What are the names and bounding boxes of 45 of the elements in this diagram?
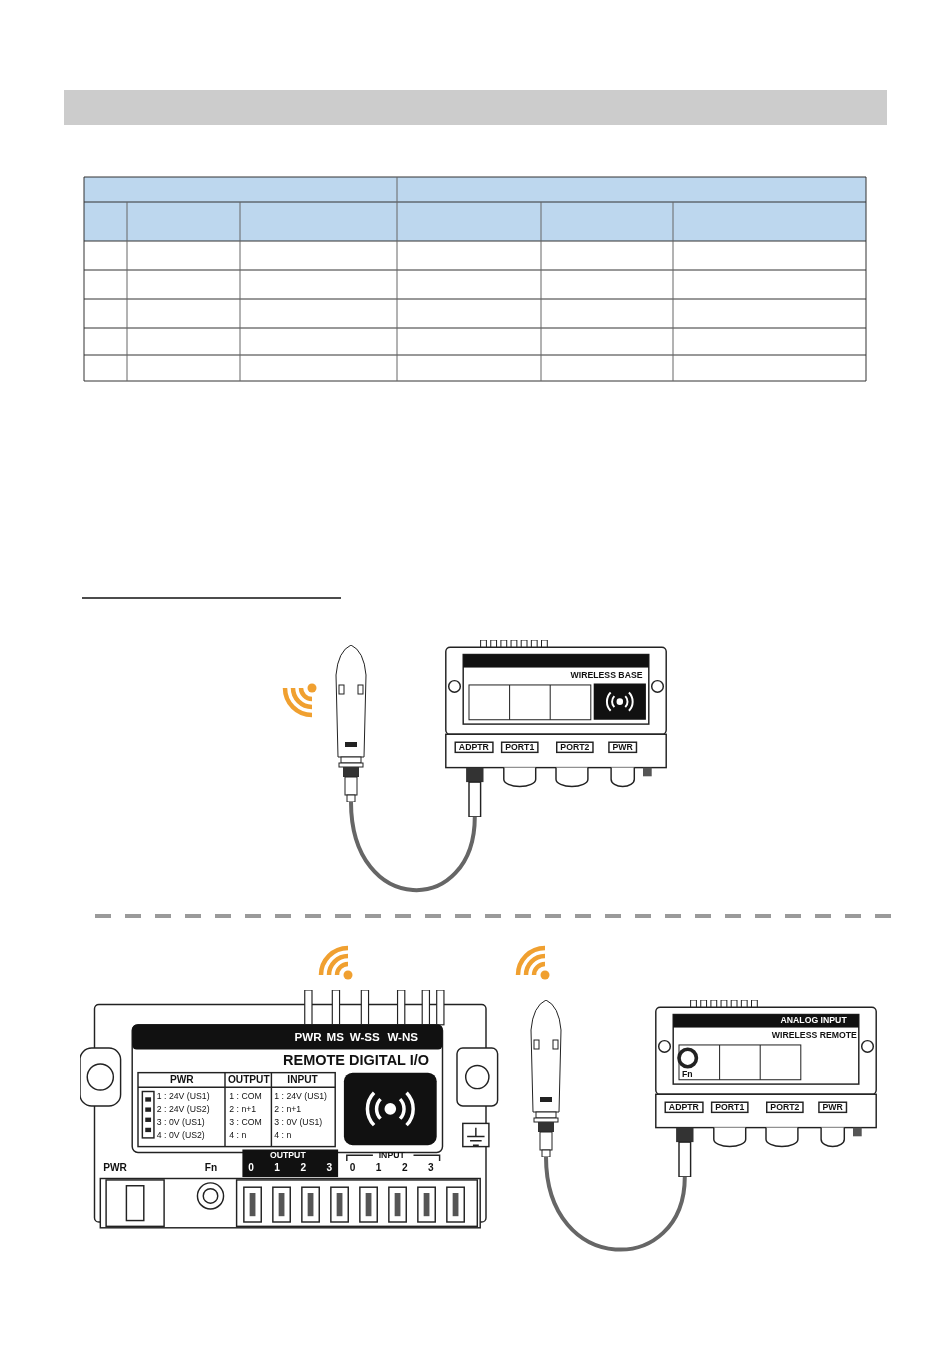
device-label: 2 : n+1	[274, 1104, 302, 1114]
device-label: 0	[248, 1162, 254, 1173]
device-label: ANALOG INPUT	[780, 1015, 847, 1025]
device-label: WIRELESS BASE	[570, 670, 643, 680]
device-label: 3	[326, 1162, 333, 1173]
device-label: 1 : 24V (US1)	[274, 1091, 327, 1101]
device-label: 3	[428, 1162, 434, 1173]
device-label: W-SS	[349, 1032, 380, 1044]
device-label: 0	[349, 1162, 356, 1173]
device-label: 2 : n+1	[229, 1104, 257, 1114]
device-label: 2	[401, 1162, 408, 1173]
port-label: PWR	[608, 741, 638, 754]
device-label: OUTPUT	[269, 1150, 306, 1160]
device-label: 4 : 0V (US2)	[156, 1130, 205, 1140]
device-label: 1 : 24V (US1)	[156, 1091, 210, 1101]
device-label: 4 : n	[274, 1130, 292, 1140]
device-label: MS	[326, 1032, 344, 1044]
port-label: PORT2	[766, 1101, 804, 1114]
device-label: 2 : 24V (US2)	[156, 1104, 210, 1114]
device-label: 1 : COM	[229, 1091, 262, 1101]
device-label: OUTPUT	[227, 1074, 270, 1085]
port-label: ADPTR	[454, 741, 494, 754]
port-label: PORT1	[500, 741, 539, 754]
device-label: 3 : 0V (US1)	[274, 1117, 323, 1127]
device-label: INPUT	[287, 1074, 318, 1085]
device-label: PWR	[103, 1162, 127, 1173]
port-label: PORT1	[710, 1101, 749, 1114]
device-label: REMOTE DIGITAL I/O	[283, 1053, 430, 1069]
device-label: 4 : n	[229, 1130, 247, 1140]
device-label: WIRELESS REMOTE	[771, 1030, 857, 1040]
device-label: 1	[375, 1162, 382, 1173]
device-label: W-NS	[387, 1032, 419, 1044]
device-label: Fn	[681, 1069, 693, 1079]
device-label: 3 : COM	[229, 1117, 262, 1127]
port-label: ADPTR	[664, 1101, 704, 1114]
port-label: PWR	[818, 1101, 848, 1114]
device-label: INPUT	[378, 1150, 405, 1160]
device-label: PWR	[294, 1032, 322, 1044]
title-bar	[64, 90, 887, 125]
device-label: PWR	[169, 1074, 194, 1085]
device-label: 2	[300, 1162, 307, 1173]
port-label: PORT2	[556, 741, 594, 754]
device-label: 1	[274, 1162, 280, 1173]
device-label: Fn	[204, 1162, 218, 1173]
device-label: 3 : 0V (US1)	[156, 1117, 205, 1127]
